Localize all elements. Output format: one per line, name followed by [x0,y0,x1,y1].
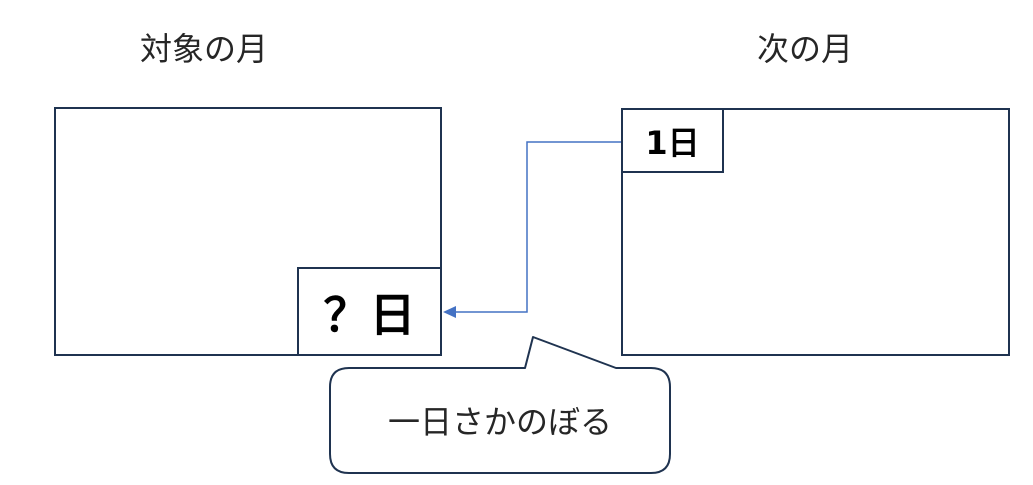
next-month-title: 次の月 [757,30,854,68]
callout-text: 一日さかのぼる [387,403,612,441]
target-last-day-cell: ？日 [297,267,442,356]
connector-arrowhead-icon [443,306,456,318]
target-month-title: 対象の月 [140,30,269,68]
next-first-day-cell: 1日 [621,108,724,173]
connector-arrow [455,141,621,313]
